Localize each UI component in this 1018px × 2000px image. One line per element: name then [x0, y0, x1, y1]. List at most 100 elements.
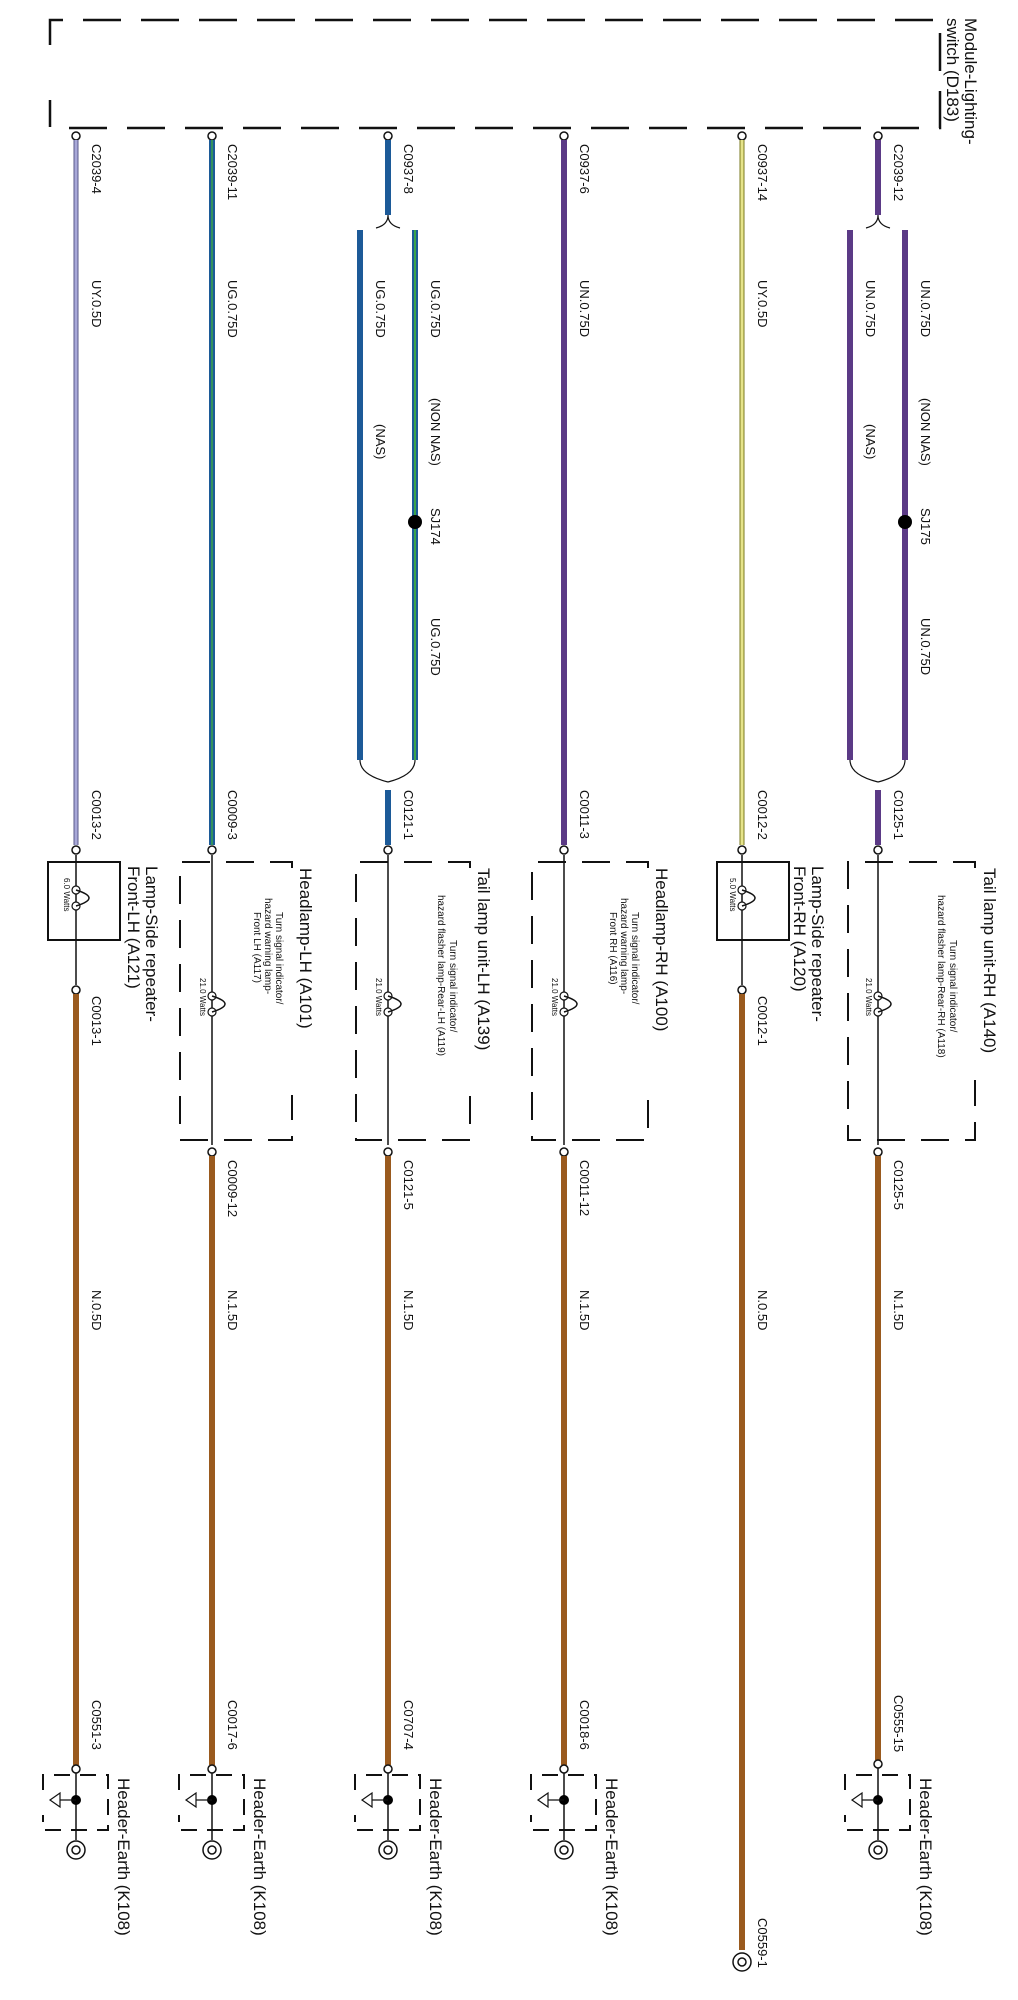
ground-connector-label: C0018-6 [577, 1700, 592, 1750]
device-box [179, 861, 293, 1141]
splice-dot [408, 515, 422, 529]
device-title-line1: Lamp-Side repeater- [808, 866, 827, 1022]
top-connector-label: C2039-12 [891, 144, 906, 201]
earth-header [354, 1773, 421, 1860]
top-connector-label: C0937-14 [755, 144, 770, 201]
ground-connector-label: C0017-6 [225, 1700, 240, 1750]
module-title-line1: Module-Lighting- [961, 18, 980, 145]
module-lighting-switch: Module-Lighting- switch (D183) [48, 18, 980, 145]
branch-a-note: (NON NAS) [918, 398, 933, 466]
after-splice-wire: UG.0.75D [428, 618, 443, 676]
device-in-label: C0125-1 [891, 790, 906, 840]
top-connector-label: C2039-4 [89, 144, 104, 194]
device-title-line1: Lamp-Side repeater- [142, 866, 161, 1022]
earth-header [844, 1768, 911, 1860]
module-title-line2: switch (D183) [943, 18, 962, 122]
splice-dot [898, 515, 912, 529]
branch-a-note: (NON NAS) [428, 398, 443, 466]
ground-connector-label: C0555-15 [891, 1695, 906, 1752]
circuit-lh-repeater: C2039-4 UY.0.5D C0013-2 6.0 Watts Lamp-S… [42, 131, 161, 1936]
watts-label: 21.0 Watts [864, 978, 873, 1016]
circuit-lh-tail: C0937-8 UG.0.75D (NON NAS) SJ174 UG.0.75… [354, 131, 493, 1936]
bulb-icon [383, 991, 402, 1017]
device-title: Headlamp-RH (A100) [652, 868, 671, 1031]
device-desc-3: Front LH (A117) [251, 912, 262, 983]
device-desc-3: Front RH (A116) [607, 912, 618, 985]
bulb-icon [71, 885, 90, 911]
top-connector-label: C2039-11 [225, 144, 240, 200]
device-desc-2: hazard flasher lamp-Rear-RH (A118) [935, 895, 946, 1058]
device-desc-1: Turn signal indicator/ [947, 940, 958, 1033]
splice-label: SJ175 [918, 508, 933, 545]
wire-label-b: UN.0.75D [863, 280, 878, 337]
device-out-label: C0012-1 [755, 996, 770, 1046]
watts-label: 5.0 Watts [728, 878, 737, 912]
circuit-rh-headlamp: C0937-6 UN.0.75D C0011-3 Headlamp-RH (A1… [530, 131, 671, 1936]
ground-connector-label: C0559-1 [755, 1918, 770, 1968]
device-title: Headlamp-LH (A101) [296, 868, 315, 1029]
device-title: Tail lamp unit-RH (A140) [980, 868, 999, 1053]
device-out-label: C0011-12 [577, 1160, 592, 1216]
device-box [847, 861, 976, 1141]
device-out-label: C0125-5 [891, 1160, 906, 1210]
device-in-label: C0011-3 [577, 790, 592, 839]
device-box [531, 861, 649, 1141]
wire-label: UG.0.75D [225, 280, 240, 338]
circuit-rh-tail: C2039-12 UN.0.75D (NON NAS) SJ175 UN.0.7… [844, 131, 999, 1936]
earth-header [42, 1773, 109, 1860]
ground-title: Header-Earth (K108) [602, 1778, 621, 1936]
device-out-label: C0013-1 [89, 996, 104, 1046]
device-out-label: C0009-12 [225, 1160, 240, 1217]
device-title-line2: Front-RH (A120) [790, 866, 809, 992]
bulb-icon [737, 885, 756, 911]
circuit-lh-headlamp: C2039-11 UG.0.75D C0009-3 Headlamp-LH (A… [178, 131, 315, 1936]
earth-header [530, 1773, 597, 1860]
device-title: Tail lamp unit-LH (A139) [474, 868, 493, 1050]
watts-label: 21.0 Watts [550, 978, 559, 1016]
earth-header [178, 1773, 245, 1860]
bulb-icon [873, 991, 892, 1017]
ground-title: Header-Earth (K108) [426, 1778, 445, 1936]
watts-label: 21.0 Watts [374, 978, 383, 1016]
earth-icon [554, 1840, 574, 1860]
ground-wire-label: N.1.5D [577, 1290, 592, 1330]
device-in-label: C0012-2 [755, 790, 770, 840]
device-desc-1: Turn signal indicator/ [273, 912, 284, 1005]
after-splice-wire: UN.0.75D [918, 618, 933, 675]
ground-title: Header-Earth (K108) [250, 1778, 269, 1936]
top-connector-label: C0937-8 [401, 144, 416, 194]
top-connector-label: C0937-6 [577, 144, 592, 194]
wire-label: UN.0.75D [577, 280, 592, 337]
branch-b-note: (NAS) [373, 424, 388, 459]
device-in-label: C0121-1 [401, 790, 416, 840]
device-in-label: C0013-2 [89, 790, 104, 840]
ground-wire-label: N.0.5D [755, 1290, 770, 1330]
wire-label-b: UG.0.75D [373, 280, 388, 338]
earth-icon [868, 1840, 888, 1860]
ground-connector-label: C0707-4 [401, 1700, 416, 1750]
device-in-label: C0009-3 [225, 790, 240, 840]
earth-icon [378, 1840, 398, 1860]
wire-label: UY.0.5D [89, 280, 104, 327]
watts-label: 21.0 Watts [198, 978, 207, 1016]
wire-label-a: UN.0.75D [918, 280, 933, 337]
branch-b-note: (NAS) [863, 424, 878, 459]
splice-label: SJ174 [428, 508, 443, 545]
earth-icon [202, 1840, 222, 1860]
wire-label: UY.0.5D [755, 280, 770, 327]
ground-connector-label: C0551-3 [89, 1700, 104, 1750]
device-out-label: C0121-5 [401, 1160, 416, 1210]
device-desc-2: hazard warning lamp- [262, 898, 273, 994]
circuit-rh-repeater: C0937-14 UY.0.5D C0012-2 5.0 Watts Lamp-… [716, 131, 827, 1972]
device-desc-2: hazard warning lamp- [618, 898, 629, 994]
wire-label-a: UG.0.75D [428, 280, 443, 338]
watts-label: 6.0 Watts [62, 878, 71, 912]
connector-pin [873, 131, 883, 141]
ground-wire-label: N.1.5D [401, 1290, 416, 1330]
device-box [47, 861, 121, 941]
ground-title: Header-Earth (K108) [114, 1778, 133, 1936]
ground-title: Header-Earth (K108) [916, 1778, 935, 1936]
earth-icon [732, 1952, 752, 1972]
ground-wire-label: N.1.5D [225, 1290, 240, 1330]
